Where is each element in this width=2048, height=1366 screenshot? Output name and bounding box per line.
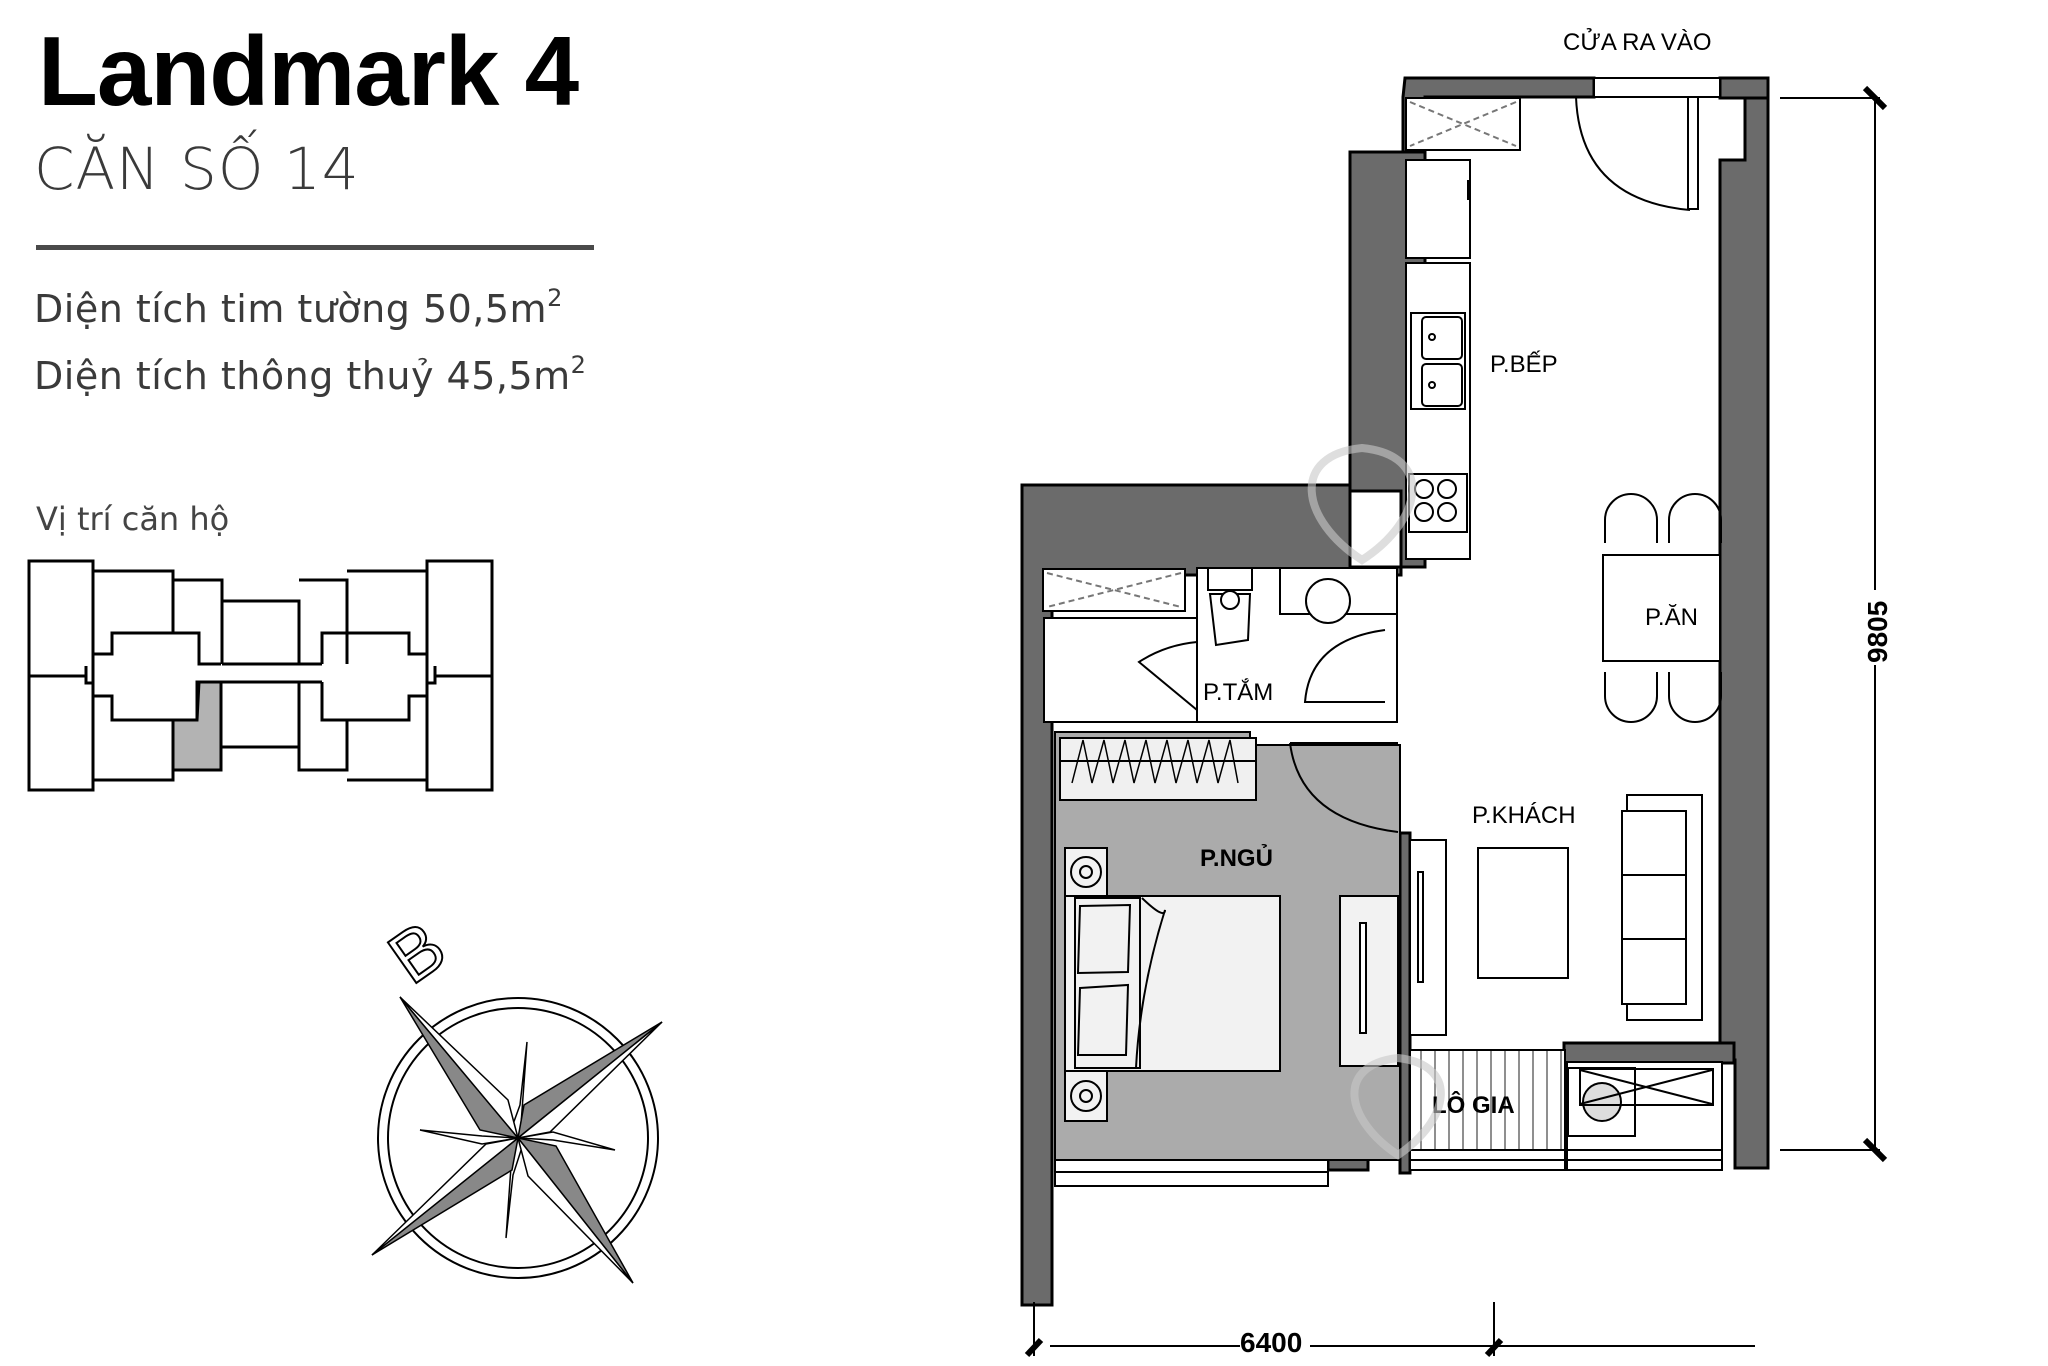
area-clear: Diện tích thông thuỷ 45,5m2 — [34, 353, 586, 398]
area-exponent: 2 — [570, 351, 587, 379]
location-label: Vị trí căn hộ — [36, 500, 230, 538]
watermark-icon — [1307, 443, 1445, 1160]
divider — [36, 245, 594, 250]
area-wall-center: Diện tích tim tường 50,5m2 — [34, 286, 563, 331]
bathroom — [1042, 567, 1398, 723]
room-label-living: P.KHÁCH — [1472, 802, 1576, 829]
room-label-bedroom: P.NGỦ — [1200, 843, 1273, 872]
entrance-label: CỬA RA VÀO — [1563, 27, 1712, 56]
unit-number: CĂN SỐ 14 — [34, 135, 360, 203]
room-label-loggia: LÔ GIA — [1432, 1091, 1515, 1119]
coffee-table — [1477, 847, 1569, 979]
key-plan — [27, 559, 494, 792]
fridge — [1405, 97, 1521, 151]
compass-rose: B — [371, 905, 663, 1284]
bedroom — [1054, 731, 1401, 1187]
dining-set — [1602, 493, 1722, 723]
room-label-kitchen: P.BẾP — [1490, 350, 1558, 378]
entry-door — [1575, 77, 1721, 211]
wardrobe — [1059, 737, 1257, 801]
dimension-height: 9805 — [1862, 601, 1893, 663]
dimension-width: 6400 — [1240, 1327, 1302, 1358]
room-label-bathroom: P.TẮM — [1203, 678, 1273, 706]
area-clear-text: Diện tích thông thuỷ 45,5m — [34, 354, 571, 398]
tv-cabinet — [1339, 895, 1399, 1067]
room-label-dining: P.ĂN — [1645, 604, 1698, 631]
loggia — [1409, 1049, 1723, 1171]
area-exponent: 2 — [547, 284, 563, 312]
tv-console — [1409, 839, 1447, 1036]
basin-icon — [1305, 578, 1351, 624]
living-room — [1409, 794, 1703, 1036]
kitchen-counter — [1405, 159, 1471, 560]
project-title: Landmark 4 — [38, 16, 579, 126]
area-wall-center-text: Diện tích tim tường 50,5m — [34, 287, 548, 331]
